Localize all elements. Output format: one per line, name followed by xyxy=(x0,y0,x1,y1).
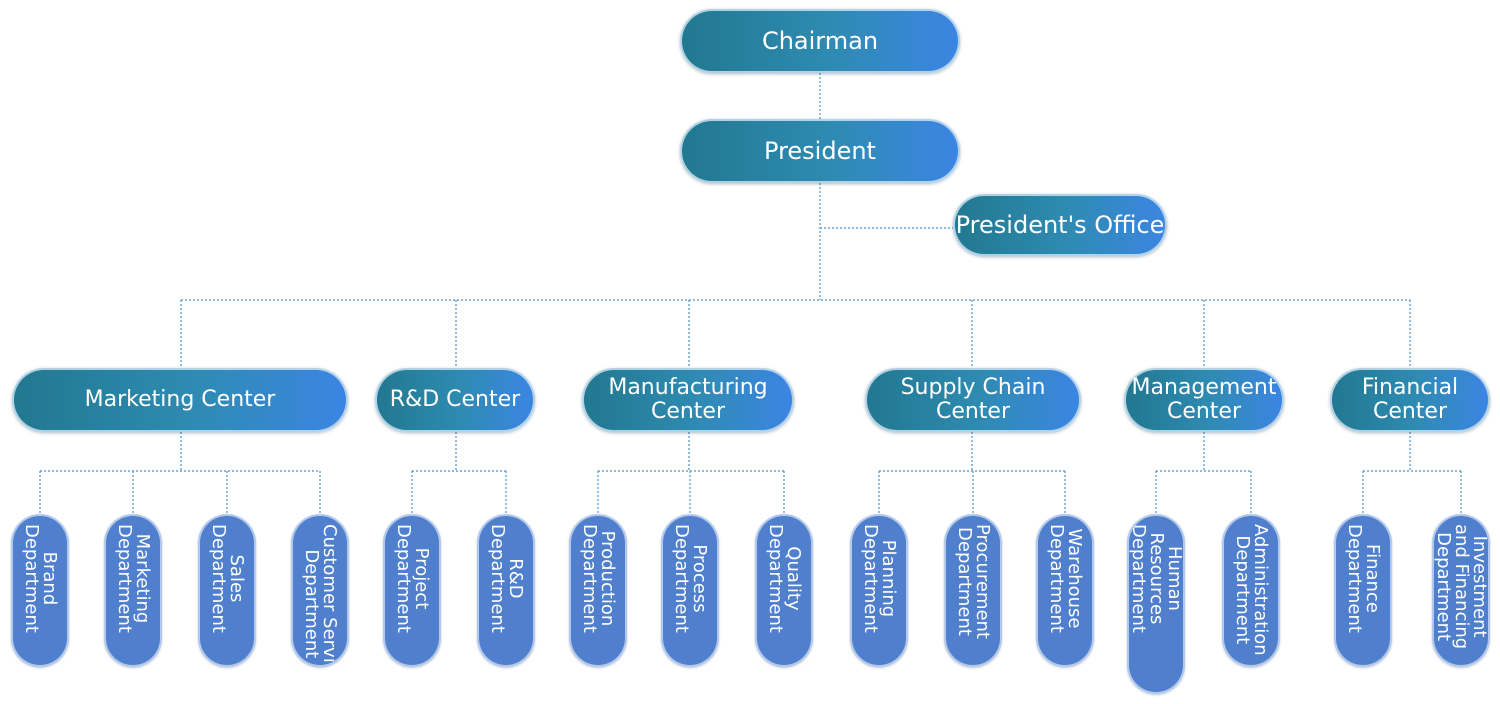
presidents-office-node[interactable]: President's Office xyxy=(953,194,1167,256)
department-node[interactable]: Production Department xyxy=(569,514,627,667)
president-node[interactable]: President xyxy=(680,119,960,183)
center-node-supply-chain[interactable]: Supply Chain Center xyxy=(865,368,1081,432)
center-label: Marketing Center xyxy=(84,387,276,412)
center-node-financial[interactable]: Financial Center xyxy=(1330,368,1490,432)
department-label: Sales Department xyxy=(208,524,247,633)
center-node-marketing[interactable]: Marketing Center xyxy=(12,368,348,432)
center-label: Supply Chain Center xyxy=(900,375,1046,424)
department-node[interactable]: Administration Department xyxy=(1222,514,1280,667)
department-label: Quality Department xyxy=(765,524,804,633)
department-label: R&D Department xyxy=(487,524,526,633)
department-label: Customer Service Department xyxy=(301,524,340,667)
department-label: Administration Department xyxy=(1232,524,1271,656)
department-node[interactable]: Customer Service Department xyxy=(291,514,349,667)
center-label: Manufacturing Center xyxy=(608,375,768,424)
department-node[interactable]: Investment and Financing Department xyxy=(1432,514,1490,667)
department-label: Finance Department xyxy=(1344,524,1383,633)
department-label: Production Department xyxy=(579,524,618,633)
president-label: President xyxy=(764,137,876,165)
chairman-label: Chairman xyxy=(761,27,879,55)
department-node[interactable]: Finance Department xyxy=(1334,514,1392,667)
center-node-management[interactable]: Management Center xyxy=(1124,368,1284,432)
department-node[interactable]: Marketing Department xyxy=(104,514,162,667)
department-node[interactable]: Warehouse Department xyxy=(1036,514,1094,667)
department-label: Brand Department xyxy=(21,524,60,633)
department-label: Planning Department xyxy=(860,524,899,633)
center-label: Management Center xyxy=(1131,375,1277,424)
department-node[interactable]: Planning Department xyxy=(850,514,908,667)
center-node-manufacturing[interactable]: Manufacturing Center xyxy=(582,368,794,432)
department-label: Human Resources Department xyxy=(1128,524,1185,633)
center-node-rd[interactable]: R&D Center xyxy=(375,368,535,432)
department-node[interactable]: Human Resources Department xyxy=(1127,514,1185,694)
department-label: Investment and Financing Department xyxy=(1433,524,1490,650)
department-label: Project Department xyxy=(393,524,432,633)
center-label: R&D Center xyxy=(389,387,521,412)
chairman-node[interactable]: Chairman xyxy=(680,9,960,73)
department-node[interactable]: Process Department xyxy=(661,514,719,667)
department-label: Process Department xyxy=(671,524,710,633)
department-node[interactable]: Project Department xyxy=(383,514,441,667)
department-label: Marketing Department xyxy=(114,524,153,633)
department-node[interactable]: Brand Department xyxy=(11,514,69,667)
department-node[interactable]: Procurement Department xyxy=(944,514,1002,667)
department-label: Procurement Department xyxy=(954,524,993,640)
department-node[interactable]: Quality Department xyxy=(755,514,813,667)
department-label: Warehouse Department xyxy=(1046,524,1085,633)
department-node[interactable]: R&D Department xyxy=(477,514,535,667)
center-label: Financial Center xyxy=(1361,375,1459,424)
department-node[interactable]: Sales Department xyxy=(198,514,256,667)
presidents-office-label: President's Office xyxy=(955,211,1165,239)
